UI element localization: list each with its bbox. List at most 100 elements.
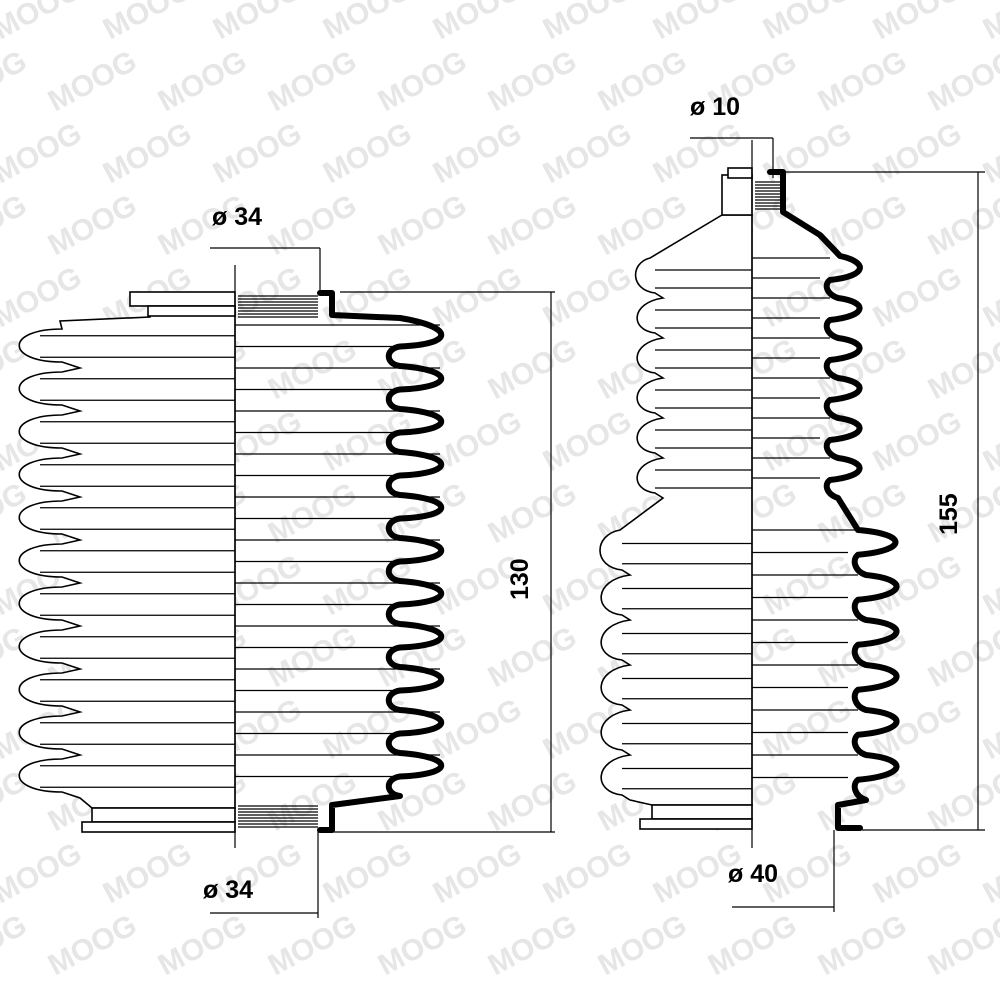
right-thread-hatch-top [755, 181, 780, 210]
watermark-text: MOOG [758, 0, 857, 46]
watermark-text: MOOG [813, 44, 912, 118]
watermark-text: MOOG [153, 44, 252, 118]
watermark-text: MOOG [428, 836, 527, 910]
watermark-text: MOOG [868, 116, 967, 190]
watermark-text: MOOG [483, 44, 582, 118]
watermark-text: MOOG [428, 0, 527, 46]
watermark-text: MOOG [868, 836, 967, 910]
watermark-text: MOOG [538, 404, 637, 478]
left-boot-outline [18, 306, 236, 809]
watermark-text: MOOG [208, 0, 307, 46]
left-top-collar [129, 291, 236, 307]
watermark-text: MOOG [428, 692, 527, 766]
watermark-text: MOOG [483, 332, 582, 406]
watermark-text: MOOG [208, 116, 307, 190]
watermark-text: MOOG [813, 908, 912, 982]
left-thread-hatch-top [238, 295, 318, 318]
watermark-text: MOOG [483, 476, 582, 550]
left-fold-lines [40, 324, 440, 788]
watermark-text: MOOG [373, 908, 472, 982]
watermark-text: MOOG [483, 188, 582, 262]
watermark-text: MOOG [593, 908, 692, 982]
right-top-lip [727, 167, 753, 179]
watermark-text: MOOG [868, 404, 967, 478]
watermark-text: MOOG [978, 836, 1000, 910]
watermark-text: MOOG [318, 836, 417, 910]
watermark-text: MOOG [318, 404, 417, 478]
watermark-text: MOOG [373, 44, 472, 118]
left-bottom-collar [81, 821, 236, 833]
watermark-text: MOOG [923, 188, 1000, 262]
watermark-text: MOOG [978, 260, 1000, 334]
watermark-text: MOOG [483, 764, 582, 838]
left-boot: ø 34 ø 34 130 [18, 203, 555, 918]
watermark-text: MOOG [538, 0, 637, 46]
left-top-diameter-label: ø 34 [212, 203, 262, 231]
watermark-text: MOOG [483, 620, 582, 694]
watermark-text: MOOG [0, 116, 87, 190]
right-boot-section [767, 169, 900, 831]
right-fold-lines [622, 257, 858, 790]
watermark-text: MOOG [263, 476, 362, 550]
right-top-neck [721, 174, 753, 216]
watermark-text: MOOG [923, 44, 1000, 118]
watermark-text: MOOG [428, 260, 527, 334]
watermark-text: MOOG [868, 260, 967, 334]
watermark-text: MOOG [263, 908, 362, 982]
watermark-text: MOOG [978, 404, 1000, 478]
right-boot: ø 10 ø 40 155 [599, 93, 985, 912]
watermark-text: MOOG [153, 908, 252, 982]
watermark-text: MOOG [0, 836, 87, 910]
watermark-text: MOOG [538, 116, 637, 190]
watermark-text: MOOG [978, 548, 1000, 622]
right-boot-outline [599, 214, 753, 806]
watermark-text: MOOG [648, 0, 747, 46]
right-bottom-collar [639, 818, 753, 830]
watermark-text: MOOG [43, 44, 142, 118]
right-bottom-ring [651, 804, 753, 820]
watermark-text: MOOG [98, 0, 197, 46]
watermark-text: MOOG [703, 908, 802, 982]
watermark-text: MOOG [483, 908, 582, 982]
watermark-text: MOOG [263, 620, 362, 694]
watermark-text: MOOG [538, 260, 637, 334]
watermark-text: MOOG [98, 836, 197, 910]
watermark-text: MOOG [98, 116, 197, 190]
left-bottom-diameter-label: ø 34 [203, 876, 253, 904]
left-height-label: 130 [506, 558, 534, 600]
left-top-ring [147, 305, 236, 317]
right-height-label: 155 [935, 493, 963, 535]
watermark-text: MOOG [978, 692, 1000, 766]
watermark-text: MOOG [318, 0, 417, 46]
watermark-text: MOOG [923, 764, 1000, 838]
watermark-text: MOOG [978, 0, 1000, 46]
watermark-text: MOOG [263, 332, 362, 406]
left-bottom-ring [91, 807, 236, 823]
watermark-text: MOOG [978, 116, 1000, 190]
watermark-text: MOOG [43, 908, 142, 982]
watermark-text: MOOG [758, 548, 857, 622]
watermark-text: MOOG [0, 188, 32, 262]
watermark-text: MOOG [0, 908, 32, 982]
watermark-text: MOOG [263, 44, 362, 118]
watermark-text: MOOG [923, 332, 1000, 406]
watermark-text: MOOG [538, 836, 637, 910]
watermark-text: MOOG [0, 44, 32, 118]
left-thread-hatch-bottom [238, 805, 318, 828]
left-boot-section [317, 290, 445, 833]
watermark-text: MOOG [428, 116, 527, 190]
watermark-text: MOOG [263, 188, 362, 262]
right-bottom-diameter-label: ø 40 [728, 860, 778, 888]
watermark-text: MOOG [868, 548, 967, 622]
watermark-text: MOOG [593, 44, 692, 118]
watermark-text: MOOG [758, 404, 857, 478]
watermark-text: MOOG [318, 116, 417, 190]
watermark-text: MOOG [43, 188, 142, 262]
right-top-diameter-label: ø 10 [690, 93, 740, 121]
watermark-text: MOOG [813, 188, 912, 262]
watermark-text: MOOG [923, 620, 1000, 694]
watermark-text: MOOG [923, 908, 1000, 982]
watermark-text: MOOG [373, 188, 472, 262]
watermark-text: MOOG [0, 0, 87, 46]
